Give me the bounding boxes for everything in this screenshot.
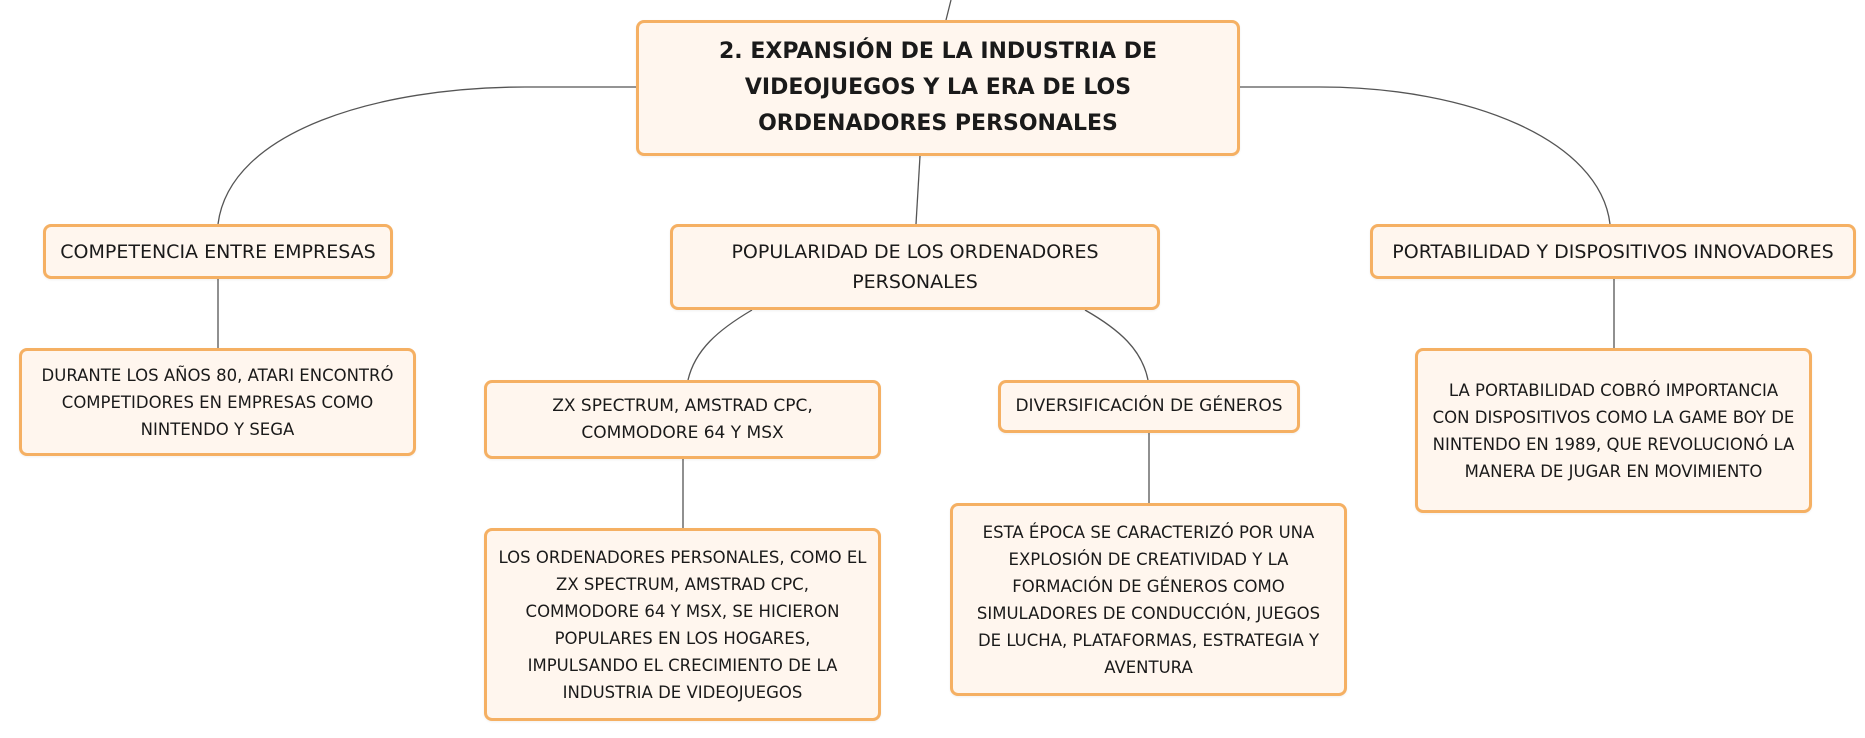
branch-popularidad-title: POPULARIDAD DE LOS ORDENADORES PERSONALE… <box>731 241 1099 293</box>
connector-root-to-competencia <box>217 86 636 225</box>
root-topic-node[interactable]: 2. EXPANSIÓN DE LA INDUSTRIA DE VIDEOJUE… <box>636 20 1240 156</box>
connector-root-to-popularidad <box>915 155 921 225</box>
connector-popularidad-to-zx <box>687 309 753 381</box>
diversificacion-detail-text: ESTA ÉPOCA SE CARACTERIZÓ POR UNA EXPLOS… <box>976 522 1321 677</box>
portabilidad-detail-node[interactable]: LA PORTABILIDAD COBRÓ IMPORTANCIA CON DI… <box>1415 348 1812 513</box>
subtopic-zx-spectrum-title: ZX SPECTRUM, AMSTRAD CPC, COMMODORE 64 Y… <box>552 395 813 443</box>
branch-portabilidad-title: PORTABILIDAD Y DISPOSITIVOS INNOVADORES <box>1392 240 1834 263</box>
branch-competencia-node[interactable]: COMPETENCIA ENTRE EMPRESAS <box>43 224 393 279</box>
zx-spectrum-detail-node[interactable]: LOS ORDENADORES PERSONALES, COMO EL ZX S… <box>484 528 881 721</box>
root-topic-text: 2. EXPANSIÓN DE LA INDUSTRIA DE VIDEOJUE… <box>719 39 1157 136</box>
branch-competencia-title: COMPETENCIA ENTRE EMPRESAS <box>60 240 376 263</box>
branch-popularidad-node[interactable]: POPULARIDAD DE LOS ORDENADORES PERSONALE… <box>670 224 1160 310</box>
competencia-detail-text: DURANTE LOS AÑOS 80, ATARI ENCONTRÓ COMP… <box>41 365 394 439</box>
connector-root-to-portabilidad <box>1238 86 1611 225</box>
connector-popularidad-to-diversificacion <box>1084 309 1149 381</box>
subtopic-diversificacion-title: DIVERSIFICACIÓN DE GÉNEROS <box>1015 396 1283 416</box>
subtopic-diversificacion-node[interactable]: DIVERSIFICACIÓN DE GÉNEROS <box>998 380 1300 433</box>
portabilidad-detail-text: LA PORTABILIDAD COBRÓ IMPORTANCIA CON DI… <box>1432 380 1795 481</box>
competencia-detail-node[interactable]: DURANTE LOS AÑOS 80, ATARI ENCONTRÓ COMP… <box>19 348 416 456</box>
branch-portabilidad-node[interactable]: PORTABILIDAD Y DISPOSITIVOS INNOVADORES <box>1370 224 1856 279</box>
diversificacion-detail-node[interactable]: ESTA ÉPOCA SE CARACTERIZÓ POR UNA EXPLOS… <box>950 503 1347 696</box>
subtopic-zx-spectrum-node[interactable]: ZX SPECTRUM, AMSTRAD CPC, COMMODORE 64 Y… <box>484 380 881 459</box>
connector-parent-to-root <box>945 0 952 21</box>
zx-spectrum-detail-text: LOS ORDENADORES PERSONALES, COMO EL ZX S… <box>498 547 867 702</box>
